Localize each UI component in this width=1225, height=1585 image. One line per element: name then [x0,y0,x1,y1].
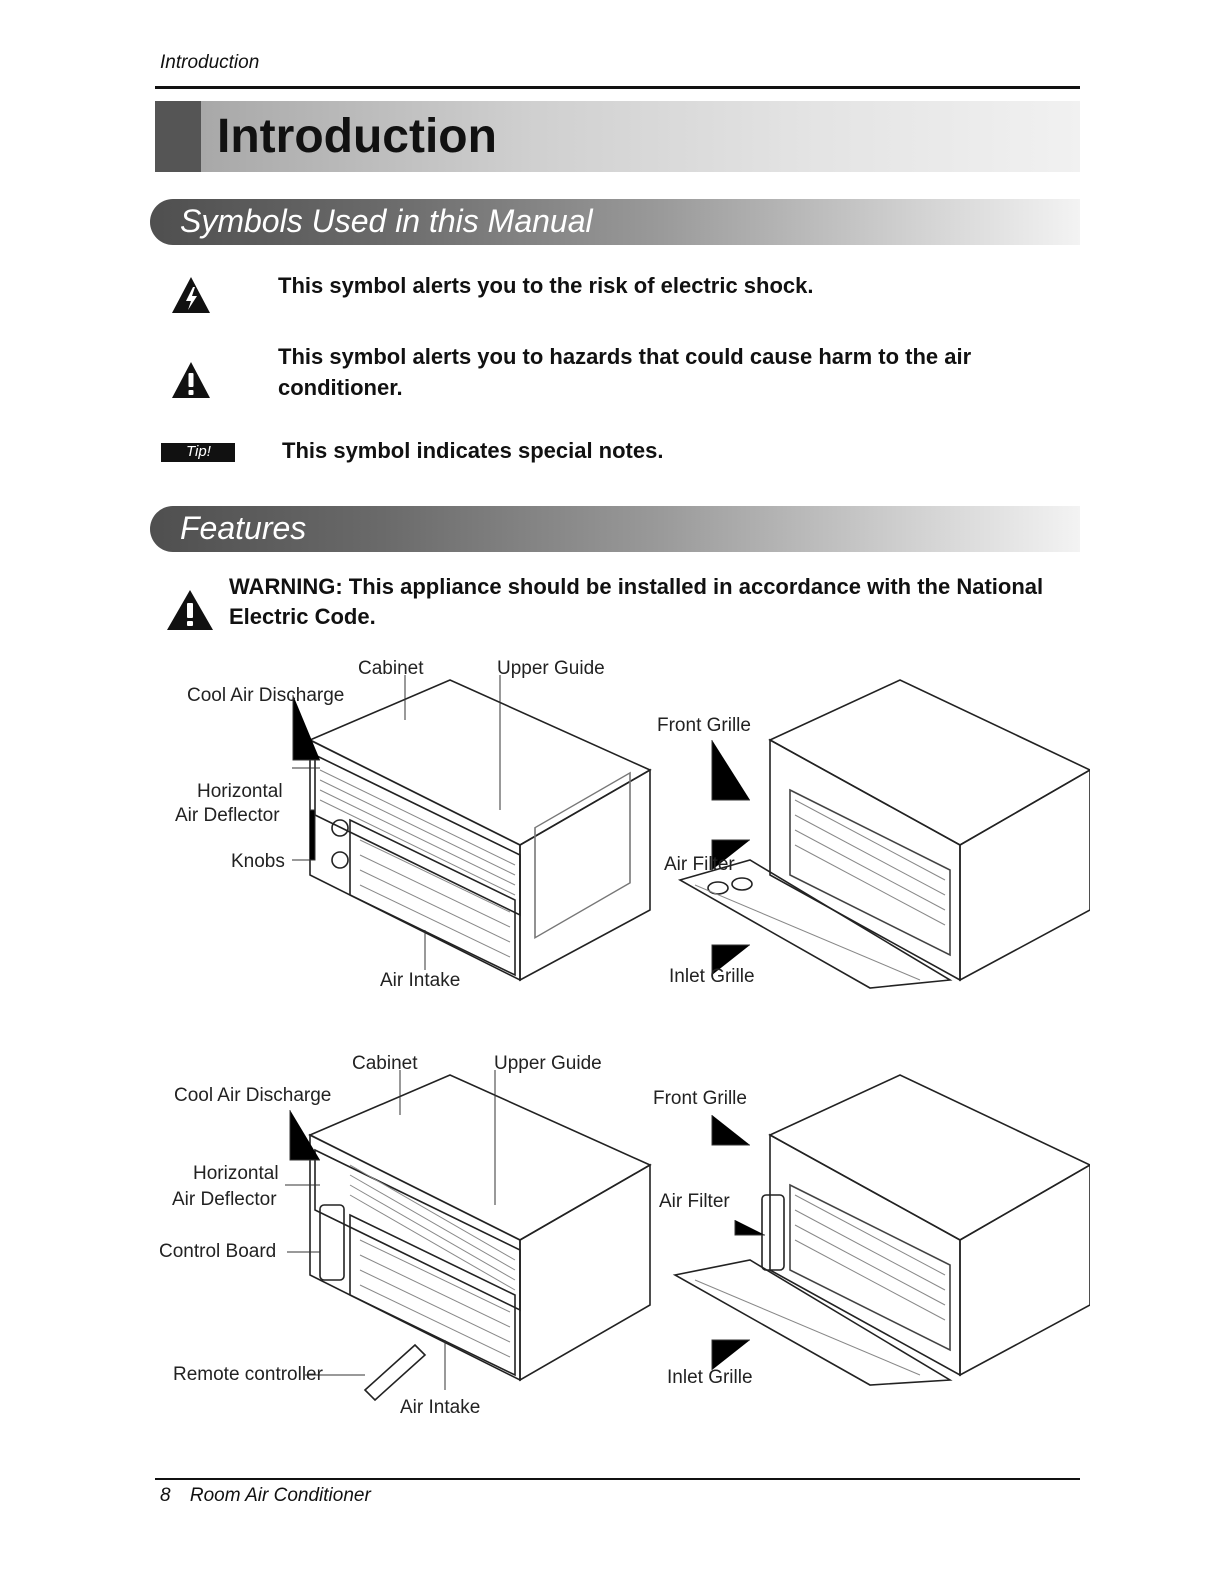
fig1-label-air-deflector: Air Deflector [175,805,280,826]
tip-badge-icon: Tip! [161,443,235,462]
tip-badge-label: Tip! [186,443,211,460]
fig1-label-horizontal: Horizontal [197,781,283,802]
fig2-label-horizontal: Horizontal [193,1163,279,1184]
symbols-heading-text: Symbols Used in this Manual [180,203,593,239]
caution-exclamation-icon [172,362,210,398]
page-title: Introduction [217,110,497,163]
page-number: 8 [160,1485,171,1506]
fig1-label-cabinet: Cabinet [358,658,424,679]
electric-shock-warning-icon [172,277,210,313]
fig2-label-air-deflector: Air Deflector [172,1189,277,1210]
fig2-label-control-board: Control Board [159,1241,277,1262]
features-section-heading: Features [150,506,1080,552]
fig1-label-cool-air-discharge: Cool Air Discharge [187,685,345,706]
fig1-label-air-intake: Air Intake [380,970,461,991]
symbol-shock-text: This symbol alerts you to the risk of el… [278,273,814,298]
fig2-label-inlet-grille: Inlet Grille [667,1367,753,1388]
fig1-label-knobs: Knobs [231,851,285,872]
fig2-label-remote-controller: Remote controller [173,1364,323,1385]
warning-icon [167,590,213,630]
symbol-tip-text: This symbol indicates special notes. [282,438,664,463]
fig2-label-cabinet: Cabinet [352,1053,418,1074]
features-diagram-knob-model [292,675,1090,989]
symbols-section-heading: Symbols Used in this Manual [150,199,1080,245]
footer-title: Room Air Conditioner [189,1485,371,1506]
features-diagram-remote-model [285,1070,1090,1402]
fig2-label-air-intake: Air Intake [400,1397,481,1418]
footer-rule [155,1478,1080,1480]
fig1-label-air-filter: Air Filter [664,854,735,875]
page-footer: 8 Room Air Conditioner [160,1485,371,1507]
fig2-label-upper-guide: Upper Guide [494,1053,602,1074]
symbol-hazard-text: This symbol alerts you to hazards that c… [278,344,972,400]
fig1-label-front-grille: Front Grille [657,715,751,736]
top-rule [155,86,1080,89]
features-heading-text: Features [180,510,307,546]
page-title-band: Introduction [155,101,1080,172]
fig2-label-cool-air-discharge: Cool Air Discharge [174,1085,332,1106]
fig2-label-front-grille: Front Grille [653,1088,747,1109]
installation-warning: WARNING: This appliance should be instal… [229,574,1044,629]
fig1-label-inlet-grille: Inlet Grille [669,966,755,987]
fig2-label-air-filter: Air Filter [659,1191,730,1212]
running-head: Introduction [160,52,260,73]
fig1-label-upper-guide: Upper Guide [497,658,605,679]
